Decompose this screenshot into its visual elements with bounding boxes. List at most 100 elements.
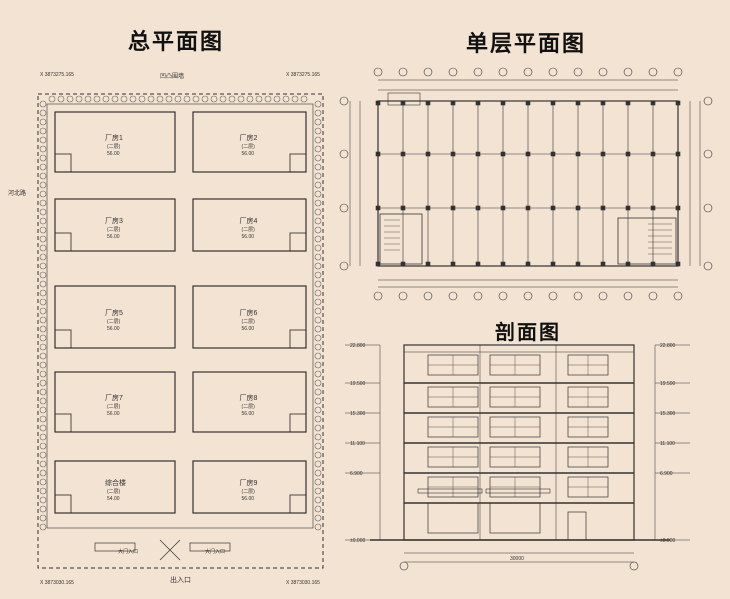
building-dimension: 54.00	[107, 496, 120, 502]
building-dimension: 56.00	[242, 151, 255, 157]
axis-bubble	[598, 67, 608, 77]
axis-bubble	[523, 291, 533, 301]
level-label-right: 22.800	[660, 343, 676, 349]
level-label-left: 11.100	[350, 441, 365, 447]
building-floors: (二层)	[107, 489, 121, 495]
axis-bubble	[423, 291, 433, 301]
building-10: 厂房9 (二层)56.00	[192, 460, 307, 514]
building-name: 厂房4	[240, 216, 258, 225]
stair-right	[617, 217, 677, 265]
axis-bubble	[703, 203, 713, 213]
axis-bubble	[703, 261, 713, 271]
ground-window-2	[489, 502, 541, 534]
gate-right-label: 大门入口	[205, 548, 225, 555]
building-name: 厂房1	[105, 133, 123, 142]
axis-bubble	[548, 291, 558, 301]
axis-bubble	[573, 67, 583, 77]
axis-bubble	[423, 67, 433, 77]
section-levels: 22.80022.80019.50019.50015.30015.30011.1…	[345, 343, 690, 544]
section-dim-bottom: 30000	[510, 556, 524, 562]
building-name: 厂房9	[240, 478, 258, 487]
building-name: 厂房7	[105, 393, 123, 402]
floor-plan-title: 单层平面图	[466, 32, 587, 57]
axis-bubble	[573, 291, 583, 301]
axis-bubble	[598, 291, 608, 301]
axis-bubble	[373, 291, 383, 301]
axis-bubble	[339, 149, 349, 159]
building-floors: (二层)	[107, 227, 121, 233]
tree-row	[39, 95, 322, 531]
axis-bubble	[473, 67, 483, 77]
axis-bubble	[703, 96, 713, 106]
site-top-note: 凹凸围墙	[160, 72, 184, 80]
axis-bubble	[373, 67, 383, 77]
coord-bottom-right: X 3873030.165	[286, 580, 320, 586]
site-plan	[37, 93, 324, 569]
site-buildings: 厂房1(二层)56.00厂房2(二层)56.00厂房3(二层)56.00厂房4(…	[54, 111, 307, 514]
site-plan-title: 总平面图	[128, 30, 225, 55]
level-label-right: 6.900	[660, 471, 673, 477]
building-floors: (二层)	[242, 319, 256, 325]
gate-structure	[94, 539, 231, 561]
gate-left-label: 大门入口	[118, 548, 138, 555]
axis-bubble	[398, 67, 408, 77]
building-dimension: 56.00	[107, 151, 120, 157]
building-name: 综合楼	[105, 478, 126, 487]
axis-bubble	[648, 291, 658, 301]
axis-bubble	[473, 291, 483, 301]
axis-bubble	[548, 67, 558, 77]
axis-bubble	[523, 67, 533, 77]
building-dimension: 56.00	[107, 411, 120, 417]
stair-left	[379, 213, 423, 265]
coord-top-right: X 3873275.165	[286, 72, 320, 78]
building-floors: (二层)	[242, 489, 256, 495]
axis-bubble	[448, 291, 458, 301]
axis-bubble	[673, 291, 683, 301]
axis-bubble-right	[629, 561, 639, 571]
building-name: 厂房3	[105, 216, 123, 225]
level-label-right: 19.500	[660, 381, 676, 387]
building-dimension: 56.00	[242, 326, 255, 332]
building-floors: (二层)	[242, 404, 256, 410]
building-dimension: 56.00	[242, 496, 255, 502]
axis-bubble	[703, 149, 713, 159]
building-dimension: 56.00	[107, 234, 120, 240]
axis-bubble	[673, 67, 683, 77]
level-label-right: ±0.000	[660, 538, 675, 544]
building-6: 厂房6 (二层)56.00	[192, 285, 307, 349]
axis-bubble	[623, 67, 633, 77]
axis-bubble	[623, 291, 633, 301]
building-floors: (二层)	[242, 144, 256, 150]
site-entrance-label: 出入口	[170, 575, 191, 584]
floor-axis-bubbles	[339, 67, 713, 301]
building-floors: (二层)	[107, 144, 121, 150]
section-floors	[404, 345, 634, 540]
site-road	[46, 103, 314, 529]
building-floors: (二层)	[242, 227, 256, 233]
axis-bubble	[339, 96, 349, 106]
level-label-right: 15.300	[660, 411, 676, 417]
section-drawing	[370, 344, 670, 563]
floor-plan	[349, 79, 701, 288]
building-dimension: 56.00	[107, 326, 120, 332]
level-label-left: 15.300	[350, 411, 366, 417]
site-left-note: 河北路	[8, 189, 26, 197]
building-name: 厂房6	[240, 308, 258, 317]
axis-bubble	[498, 67, 508, 77]
site-boundary	[37, 93, 324, 569]
ground-window-1	[427, 502, 479, 534]
coord-top-left: X 3873275.165	[40, 72, 74, 78]
building-name: 厂房5	[105, 308, 123, 317]
building-8: 厂房8(二层)56.00	[192, 371, 307, 433]
building-4: 厂房4(二层)56.00	[192, 198, 307, 252]
axis-bubble	[339, 261, 349, 271]
building-9: 综合楼 (二层)54.00	[54, 460, 176, 514]
building-3: 厂房3 (二层)56.00	[54, 198, 176, 252]
level-label-right: 11.100	[660, 441, 675, 447]
level-label-left: 6.900	[350, 471, 363, 477]
floor-grid	[375, 100, 681, 267]
axis-bubble	[339, 203, 349, 213]
axis-bubble	[448, 67, 458, 77]
level-label-left: 22.800	[350, 343, 366, 349]
